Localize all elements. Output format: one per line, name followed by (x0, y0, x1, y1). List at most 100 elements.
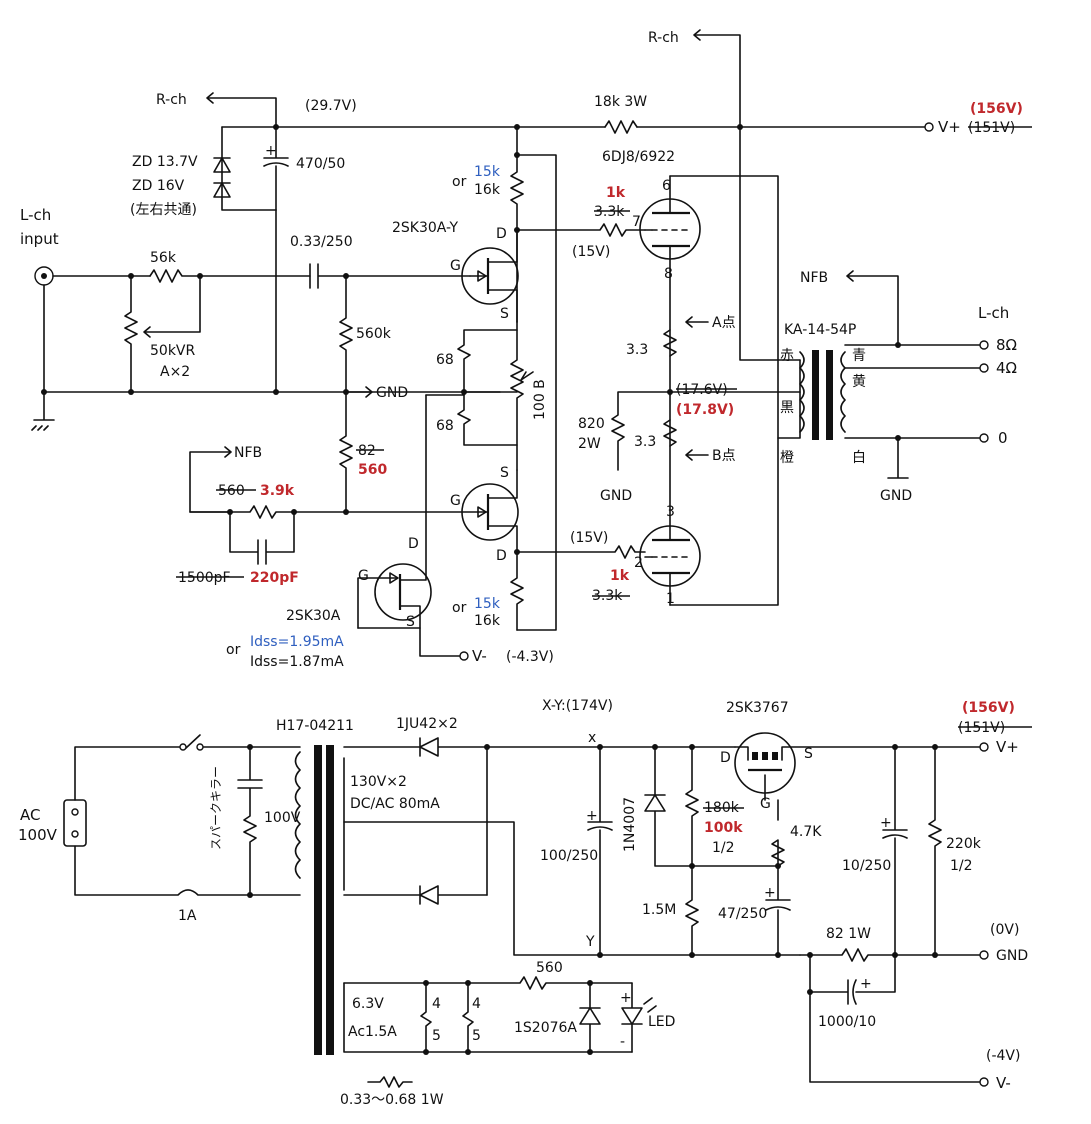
sec2-label: DC/AC 80mA (350, 796, 440, 812)
fet-top (461, 229, 519, 323)
r33k-top-old-label: 3.3k (594, 204, 625, 220)
ot-label: KA-14-54P (784, 322, 856, 338)
r56k-label: 56k (150, 250, 177, 266)
g-top-label: G (450, 258, 461, 274)
r560-old-label: 560 (218, 483, 245, 499)
idss-old-label: Idss=1.87mA (250, 654, 344, 670)
r68a-label: 68 (436, 352, 454, 368)
v15-top-label: (15V) (572, 244, 610, 260)
v-minus43-label: (-4.3V) (506, 649, 554, 665)
mosfet-d-label: D (720, 750, 731, 766)
svg-text:+: + (586, 808, 598, 824)
vplus-label: V+ (938, 118, 961, 136)
pin5a-label: 5 (432, 1028, 441, 1044)
r1k-bot-label: 1k (610, 568, 630, 584)
pin2-label: 2 (634, 555, 643, 571)
r560k-label: 560k (356, 326, 392, 342)
mosfet-g-label: G (760, 796, 771, 812)
ac-label: AC (20, 806, 40, 824)
lch-input-label-1: L-ch (20, 206, 51, 224)
r39k-label: 3.9k (260, 483, 295, 499)
v156-label: (156V) (970, 101, 1023, 117)
cap100-label: 100/250 (540, 848, 598, 864)
r820-label: 820 (578, 416, 605, 432)
r1k-top-label: 1k (606, 185, 626, 201)
out8-label: 8Ω (996, 336, 1017, 354)
diode-1s2076a-label: 1S2076A (514, 1020, 577, 1036)
y-label: Y (585, 934, 595, 950)
cap-033-label: 0.33/250 (290, 234, 353, 250)
output-transformer (739, 126, 989, 479)
ps-0v-label: (0V) (990, 922, 1019, 938)
vminus-label: V- (472, 647, 487, 665)
r82-old-label: 82 (358, 443, 376, 459)
ot-red-label: 赤 (780, 348, 794, 364)
r220k-label: 220k (946, 836, 982, 852)
r15k-a-label: 15k (474, 164, 501, 180)
v151-old-label: (151V) (968, 120, 1015, 136)
fuse-label: 1A (178, 908, 197, 924)
fet3-d-label: D (408, 536, 419, 552)
ps-m4v-label: (-4V) (986, 1048, 1020, 1064)
ps-v151-old-label: (151V) (958, 720, 1005, 736)
led-label: LED (648, 1014, 675, 1030)
ps-gnd-label: GND (996, 948, 1028, 964)
cap1000-label: 1000/10 (818, 1014, 876, 1030)
v176-old-label: (17.6V) (676, 382, 728, 398)
idss-or-label: or (226, 642, 241, 658)
point-a-label: A点 (712, 315, 736, 331)
mosfet-label: 2SK3767 (726, 700, 789, 716)
led-plus-label: + (620, 990, 632, 1006)
idss-new-label: Idss=1.95mA (250, 634, 344, 650)
r47k-label: 4.7K (790, 824, 822, 840)
nfb-network (189, 446, 347, 565)
r820w-label: 2W (578, 436, 601, 452)
ot-yellow-label: 黄 (852, 373, 866, 390)
gnd-ot-label: GND (880, 488, 912, 504)
schematic-labels: R-ch R-ch (29.7V) 18k 3W (156V) (151V) V… (18, 30, 1028, 1108)
heater-a-label: Ac1.5A (348, 1024, 397, 1040)
pin7-label: 7 (632, 214, 641, 230)
cap220p-label: 220pF (250, 570, 299, 586)
vr2-label: A×2 (160, 364, 190, 380)
fet3-label: 2SK30A (286, 608, 341, 624)
tube-bottom (639, 394, 701, 606)
out0-label: 0 (998, 429, 1008, 447)
r560-ps-label: 560 (536, 960, 563, 976)
point-b-label: B点 (712, 448, 736, 464)
g-bot-label: G (450, 493, 461, 509)
cap1500-old-label: 1500pF (178, 570, 231, 586)
half1-label: 1/2 (712, 840, 735, 856)
cap10-label: 10/250 (842, 858, 891, 874)
mosfet-s-label: S (804, 746, 813, 762)
ot-orange-label: 橙 (780, 450, 794, 466)
r15m-label: 1.5M (642, 902, 676, 918)
fet-current-source (357, 394, 469, 661)
gnd-tube-label: GND (600, 488, 632, 504)
sec1-label: 130V×2 (350, 774, 407, 790)
strike-marks (176, 126, 1032, 809)
r33k-bot-old-label: 3.3k (592, 588, 623, 604)
d-bot-label: D (496, 548, 507, 564)
tube-label: 6DJ8/6922 (602, 149, 675, 165)
zd2-label: ZD 16V (132, 178, 185, 194)
ps-vminus-label: V- (996, 1074, 1011, 1092)
rch-top-label: R-ch (648, 30, 679, 46)
r15k-b-label: 15k (474, 596, 501, 612)
ot-white-label: 白 (852, 450, 866, 466)
d-top-label: D (496, 226, 507, 242)
ot-blue-label: 青 (852, 348, 866, 364)
svg-text:+: + (880, 815, 892, 831)
ps-secondary: + + + + (343, 732, 989, 1087)
r16k-b-label: 16k (474, 613, 501, 629)
fet3-g-label: G (358, 568, 369, 584)
x-label: x (588, 730, 596, 746)
trans-label: H17-04211 (276, 718, 354, 734)
cathode-network (611, 316, 801, 471)
r68b-label: 68 (436, 418, 454, 434)
vplus-terminal (924, 122, 934, 132)
r33b-label: 3.3 (634, 434, 656, 450)
half2-label: 1/2 (950, 858, 973, 874)
vr100-label: 100 B (532, 379, 548, 420)
